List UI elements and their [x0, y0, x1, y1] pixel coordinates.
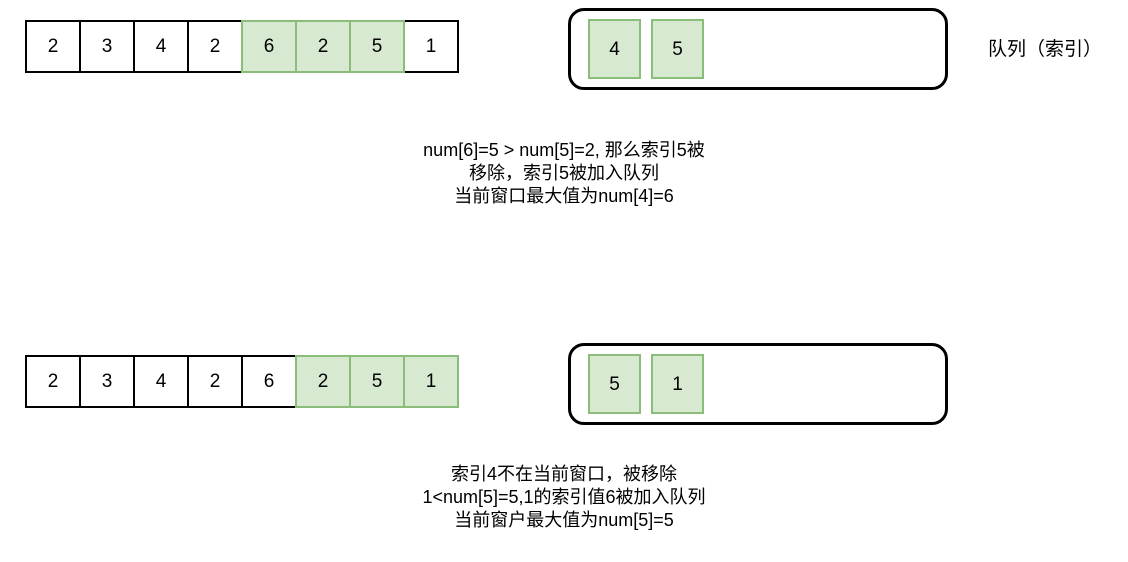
array-cell-value: 2 — [47, 371, 59, 392]
caption-line: 当前窗口最大值为num[4]=6 — [454, 186, 674, 206]
array-cell: 2 — [25, 20, 81, 73]
array-cell-value: 2 — [209, 371, 221, 392]
array-cell-value: 4 — [155, 371, 167, 392]
deque-item: 4 — [588, 19, 641, 79]
caption-step2: 索引4不在当前窗口，被移除 1<num[5]=5,1的索引值6被加入队列 当前窗… — [0, 463, 1128, 532]
window-array-step2: 2 3 4 2 6 2 5 1 — [25, 355, 459, 408]
deque-item-value: 5 — [609, 373, 620, 395]
array-cell-value: 5 — [371, 371, 383, 392]
array-cell-value: 6 — [263, 36, 275, 57]
array-cell-highlighted: 2 — [295, 355, 351, 408]
array-cell: 4 — [133, 355, 189, 408]
array-cell: 6 — [241, 355, 297, 408]
deque-item-value: 4 — [609, 38, 620, 60]
array-cell-value: 1 — [425, 371, 437, 392]
array-cell: 2 — [187, 20, 243, 73]
caption-line: 索引4不在当前窗口，被移除 — [450, 464, 677, 484]
caption-line: 当前窗户最大值为num[5]=5 — [454, 510, 674, 530]
array-cell: 3 — [79, 355, 135, 408]
array-cell-value: 2 — [209, 36, 221, 57]
array-cell-value: 4 — [155, 36, 167, 57]
caption-line: num[6]=5 > num[5]=2, 那么索引5被 — [423, 140, 705, 160]
deque-item: 1 — [651, 354, 704, 414]
caption-line: 移除，索引5被加入队列 — [468, 163, 659, 183]
array-cell: 2 — [187, 355, 243, 408]
caption-step1: num[6]=5 > num[5]=2, 那么索引5被 移除，索引5被加入队列 … — [0, 139, 1128, 208]
array-cell: 4 — [133, 20, 189, 73]
deque-item-value: 1 — [672, 373, 683, 395]
deque-container-step1: 4 5 — [568, 8, 948, 90]
array-cell-value: 1 — [425, 36, 437, 57]
array-cell-value: 3 — [101, 371, 113, 392]
array-cell-highlighted: 2 — [295, 20, 351, 73]
array-cell-highlighted: 5 — [349, 20, 405, 73]
array-cell-highlighted: 6 — [241, 20, 297, 73]
deque-container-step2: 5 1 — [568, 343, 948, 425]
array-cell-value: 2 — [317, 371, 329, 392]
deque-label: 队列（索引） — [988, 39, 1103, 60]
deque-item-value: 5 — [672, 38, 683, 60]
array-cell: 2 — [25, 355, 81, 408]
array-cell-value: 6 — [263, 371, 275, 392]
array-cell-value: 2 — [317, 36, 329, 57]
window-array-step1: 2 3 4 2 6 2 5 1 — [25, 20, 459, 73]
array-cell: 3 — [79, 20, 135, 73]
array-cell: 1 — [403, 20, 459, 73]
deque-item: 5 — [651, 19, 704, 79]
array-cell-highlighted: 5 — [349, 355, 405, 408]
array-cell-value: 3 — [101, 36, 113, 57]
deque-item: 5 — [588, 354, 641, 414]
array-cell-value: 2 — [47, 36, 59, 57]
array-cell-value: 5 — [371, 36, 383, 57]
array-cell-highlighted: 1 — [403, 355, 459, 408]
caption-line: 1<num[5]=5,1的索引值6被加入队列 — [422, 487, 706, 507]
